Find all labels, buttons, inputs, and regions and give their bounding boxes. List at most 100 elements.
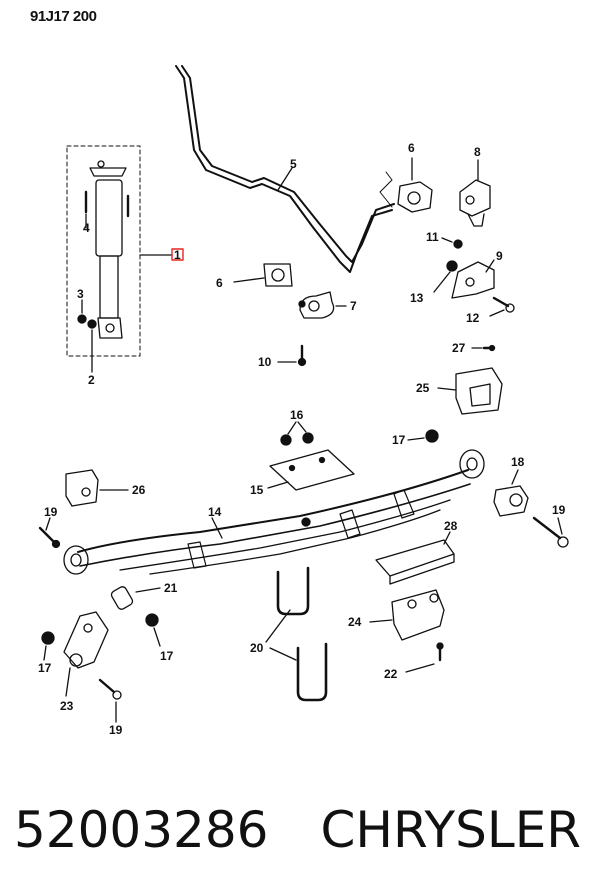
bar-bushing-left[interactable] — [233, 263, 293, 287]
spring-bracket[interactable] — [437, 367, 503, 415]
spring-clip-right — [393, 489, 415, 519]
shock-upper-body — [95, 179, 123, 257]
leader-11 — [441, 237, 453, 243]
shock-top-stud — [97, 160, 105, 168]
leader-17-lower — [43, 645, 47, 661]
stabilizer-bar[interactable] — [175, 65, 395, 273]
shock-top-mount — [89, 167, 127, 177]
leader-6-left — [233, 277, 265, 283]
callout-22: 22 — [384, 667, 398, 681]
callout-15: 15 — [250, 483, 264, 497]
leader-25 — [437, 387, 457, 391]
callout-3: 3 — [77, 287, 84, 301]
leader-19-left — [45, 517, 51, 531]
shock-nut-3 — [77, 314, 87, 324]
callout-8: 8 — [474, 145, 481, 159]
nut-17-lower[interactable] — [41, 631, 55, 661]
callout-25: 25 — [416, 381, 430, 395]
bar-clamp[interactable] — [298, 291, 347, 319]
shock-absorber[interactable] — [66, 145, 184, 373]
callout-27: 27 — [452, 341, 466, 355]
leaf-spring[interactable] — [63, 449, 485, 575]
nut-17-upper[interactable] — [407, 429, 439, 443]
callout-23: 23 — [60, 699, 74, 713]
bar-bushing-right[interactable] — [397, 157, 433, 213]
nut-13[interactable] — [433, 260, 458, 293]
u-bolts[interactable] — [265, 566, 328, 702]
drawing-code: 91J17 200 — [30, 8, 97, 25]
callout-2: 2 — [88, 373, 95, 387]
stabilizer-link[interactable] — [459, 159, 491, 227]
callout-17-upper: 17 — [392, 433, 406, 447]
callout-14: 14 — [208, 505, 222, 519]
shock-eye-hole — [105, 323, 115, 333]
leader-21 — [135, 587, 161, 593]
leader-20b — [269, 647, 297, 661]
leader-9 — [485, 259, 495, 273]
callout-9: 9 — [496, 249, 503, 263]
spring-plate[interactable] — [267, 449, 355, 491]
callout-11: 11 — [426, 230, 439, 244]
spring-clip-left — [187, 541, 207, 569]
callout-17-center: 17 — [160, 649, 174, 663]
leader-5 — [277, 167, 293, 191]
callout-4: 4 — [83, 221, 90, 235]
bolt-19-left[interactable] — [38, 517, 61, 549]
leader-17-center — [153, 627, 161, 647]
leader-19-right — [557, 517, 563, 535]
nut-11[interactable] — [441, 237, 463, 249]
nut-17-center[interactable] — [145, 613, 161, 647]
leader-18 — [511, 469, 519, 485]
leader-23 — [65, 667, 71, 697]
callout-20: 20 — [250, 641, 264, 655]
leader-12 — [489, 309, 505, 317]
leader-15 — [267, 481, 289, 489]
leader-16b — [297, 421, 307, 433]
callout-5: 5 — [290, 157, 297, 171]
leader-16a — [287, 421, 297, 435]
callout-6-right: 6 — [408, 141, 415, 155]
callout-24: 24 — [348, 615, 362, 629]
leader-28 — [443, 531, 451, 545]
callout-28: 28 — [444, 519, 458, 533]
callout-16: 16 — [290, 408, 304, 422]
callout-18: 18 — [511, 455, 525, 469]
callout-7: 7 — [350, 299, 357, 313]
tie-plate[interactable] — [369, 589, 445, 641]
spring-shackle-bracket[interactable] — [65, 469, 129, 507]
bolt-19-bottom[interactable] — [98, 678, 122, 723]
leader-22 — [405, 663, 435, 673]
shock-washer-2 — [87, 319, 97, 329]
leader-17-upper — [407, 437, 425, 441]
leader-20a — [265, 609, 291, 643]
bolt-19-right[interactable] — [532, 516, 569, 548]
callout-10: 10 — [258, 355, 272, 369]
bolt-22[interactable] — [405, 642, 444, 673]
callout-13: 13 — [410, 291, 424, 305]
spring-cushion[interactable] — [375, 531, 455, 585]
shock-lower-eye — [97, 317, 123, 339]
bolt-27[interactable] — [471, 344, 496, 352]
callout-21: 21 — [164, 581, 178, 595]
callout-12: 12 — [466, 311, 480, 325]
callout-19-bottom: 19 — [109, 723, 123, 737]
callout-1-highlight-box — [171, 248, 184, 261]
nuts-16[interactable] — [280, 421, 314, 446]
callout-19-right: 19 — [552, 503, 566, 517]
shock-lower-tube — [99, 255, 119, 319]
spring-clip-center — [339, 509, 361, 539]
callout-1: 1 — [174, 248, 181, 262]
leader-24 — [369, 619, 393, 623]
spring-shackle[interactable] — [63, 611, 109, 697]
callout-6-left: 6 — [216, 276, 223, 290]
link-bracket[interactable] — [451, 259, 495, 299]
spacer-21[interactable] — [110, 585, 161, 610]
center-bolt — [301, 517, 311, 527]
bolt-12[interactable] — [489, 296, 515, 317]
bolt-10[interactable] — [277, 344, 307, 367]
suspension-parts-diagram: 4 3 2 1 5 6 6 7 8 9 10 11 12 13 14 15 16… — [38, 65, 569, 737]
callout-17-lower: 17 — [38, 661, 52, 675]
callout-19-left: 19 — [44, 505, 58, 519]
spring-eye-bushing[interactable] — [493, 469, 529, 517]
